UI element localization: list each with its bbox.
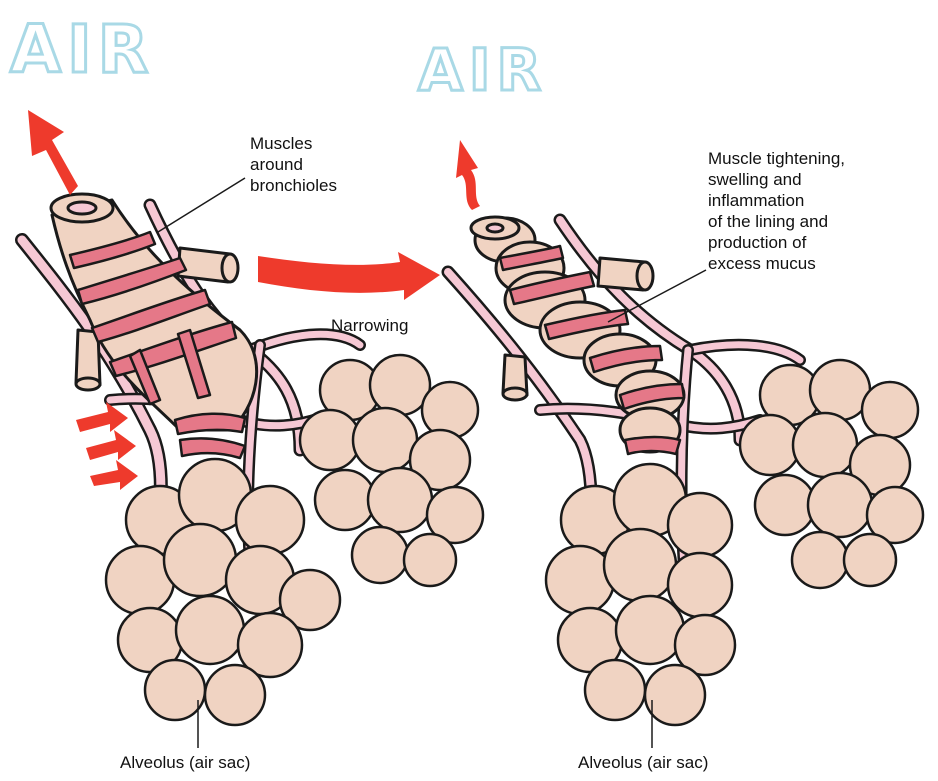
- asthma-airway: [448, 217, 923, 725]
- inflow-arrow-3: [90, 460, 138, 490]
- exhale-arrow-left: [28, 110, 78, 195]
- inflow-arrow-2: [86, 430, 136, 460]
- label-muscles-around-bronchioles: Muscles around bronchioles: [250, 133, 337, 196]
- label-alveolus-right: Alveolus (air sac): [578, 752, 708, 773]
- narrowing-arrow: [258, 252, 440, 300]
- label-narrowing: Narrowing: [331, 315, 408, 336]
- label-alveolus-left: Alveolus (air sac): [120, 752, 250, 773]
- alveolar-sac-left-right: [300, 355, 483, 586]
- label-muscle-tightening: Muscle tightening, swelling and inflamma…: [708, 148, 845, 274]
- alveolar-sac-left-bottom: [106, 459, 340, 725]
- alveolar-sac-right-bottom: [546, 464, 735, 725]
- air-heading-left: AIR: [10, 11, 154, 88]
- air-heading-right: AIR: [418, 36, 547, 104]
- pointer-muscles: [158, 178, 245, 232]
- alveolar-sac-right-right: [740, 360, 923, 588]
- exhale-arrow-right: [456, 140, 480, 210]
- inflow-arrow-1: [76, 402, 128, 432]
